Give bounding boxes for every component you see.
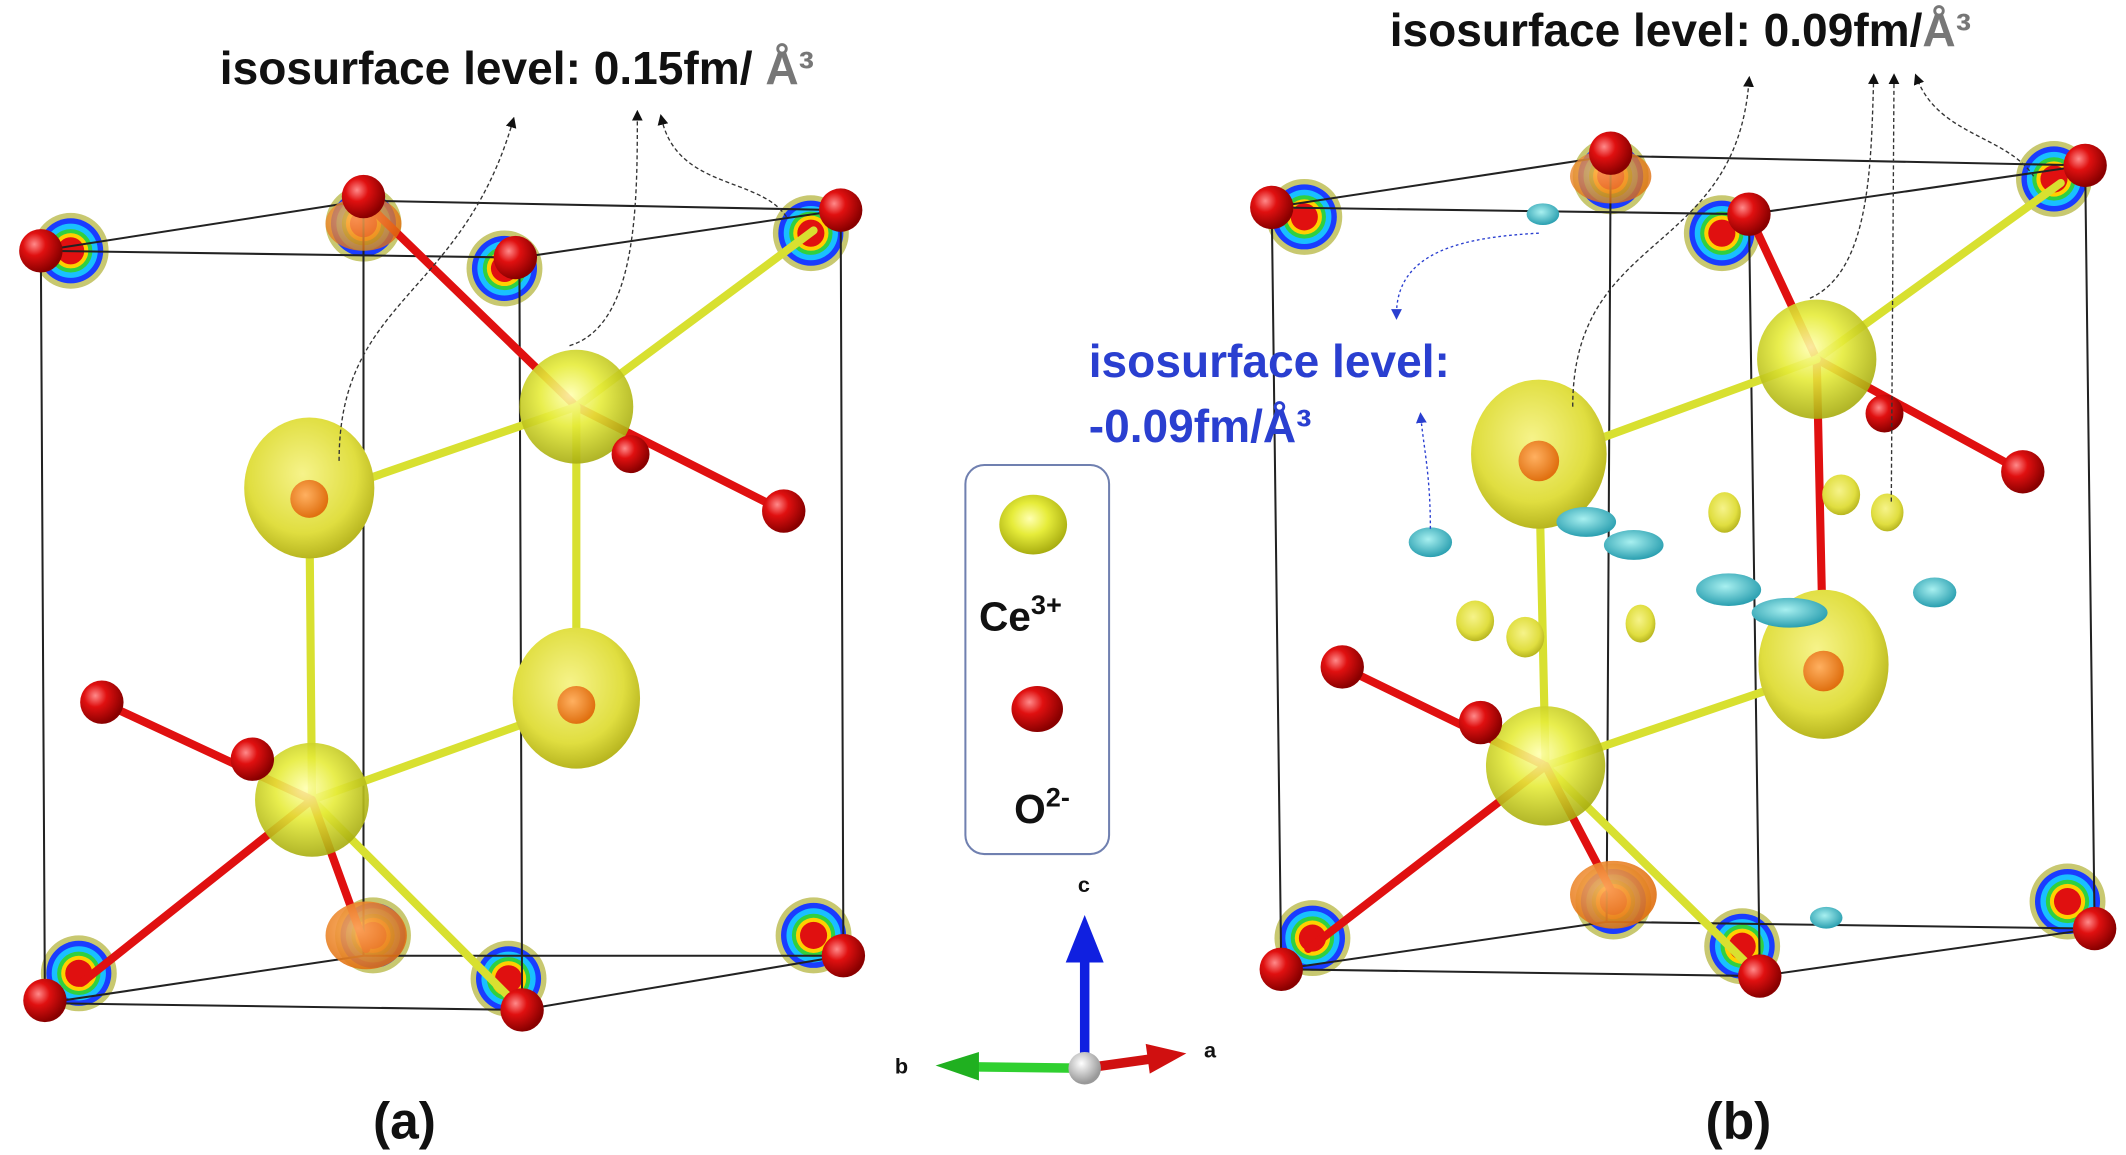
panel-b-negative-isosurface-label-2: -0.09fm/Å³	[1089, 400, 1312, 452]
o-legend-sphere	[1011, 685, 1063, 733]
axis-b-label: b	[895, 1054, 908, 1079]
annotation-arrows	[1572, 73, 2035, 502]
bonds	[77, 196, 818, 1015]
ce-atoms	[255, 349, 634, 857]
negative-isosurfaces	[1408, 203, 1957, 929]
o-legend-label: O2-	[1014, 782, 1070, 832]
o-atoms	[1250, 131, 2117, 998]
panel-a-label: (a)	[373, 1092, 436, 1150]
panel-a-structure	[19, 109, 866, 1032]
axis-triad: c b a	[895, 872, 1217, 1085]
ce-atoms	[1485, 299, 1877, 826]
o-atoms	[19, 174, 866, 1032]
ce-legend-label: Ce3+	[979, 589, 1062, 639]
panel-b-negative-isosurface-label-1: isosurface level:	[1089, 335, 1450, 387]
cell-corner-slices	[1266, 138, 2106, 985]
ce-legend-sphere	[999, 494, 1068, 555]
panel-a-isosurface-label: isosurface level: 0.15fm/ Å³	[220, 42, 814, 94]
panel-b-structure	[1250, 73, 2117, 998]
panel-b-isosurface-label: isosurface level: 0.09fm/Å³	[1390, 4, 1971, 56]
annotation-arrows	[338, 109, 788, 461]
cell-corner-slices	[32, 185, 852, 1017]
axis-a-label: a	[1204, 1037, 1217, 1062]
axis-c-label: c	[1078, 872, 1090, 897]
bonds	[1304, 178, 2065, 981]
panel-b-label: (b)	[1706, 1092, 1772, 1150]
isosurfaces	[244, 196, 641, 970]
legend: Ce3+ O2-	[964, 463, 1111, 856]
unit-cell-edges	[39, 199, 845, 1011]
unit-cell-edges	[1270, 154, 2096, 978]
